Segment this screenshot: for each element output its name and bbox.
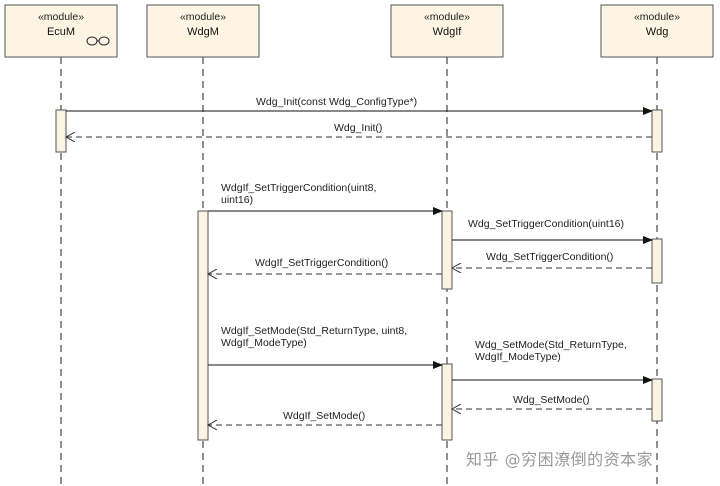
message-m2: Wdg_Init() <box>66 122 652 137</box>
message-label: WdgIf_SetTriggerCondition() <box>255 257 388 269</box>
lifeline-ecum: «module» EcuM <box>4 4 118 486</box>
lifeline-name: Wdg <box>646 26 669 38</box>
message-label: WdgIf_SetMode(Std_ReturnType, uint8, <box>221 325 407 337</box>
activation-bar <box>651 238 663 284</box>
message-label: Wdg_SetMode() <box>513 394 589 406</box>
message-label: Wdg_SetMode(Std_ReturnType, <box>475 339 627 351</box>
message-label: uint16) <box>221 194 253 206</box>
message-m6: WdgIf_SetTriggerCondition() <box>208 257 442 274</box>
message-m1: Wdg_Init(const Wdg_ConfigType*) <box>66 96 653 115</box>
lifeline-name: WdgIf <box>433 26 463 38</box>
activation-bar <box>441 210 453 290</box>
message-m10: WdgIf_SetMode() <box>208 410 442 425</box>
message-label: Wdg_Init() <box>334 122 382 134</box>
lifeline-wdgm: «module» WdgM <box>146 4 260 486</box>
lifeline-header <box>146 4 260 58</box>
message-label: Wdg_SetTriggerCondition(uint16) <box>468 218 624 230</box>
message-m4: Wdg_SetTriggerCondition(uint16) <box>452 218 653 244</box>
activation-bar <box>441 363 453 441</box>
lifeline-stereotype: «module» <box>38 11 84 23</box>
activation-bar <box>651 378 663 422</box>
watermark: 知乎 @穷困潦倒的资本家 <box>466 450 654 469</box>
lifeline-header <box>600 4 714 58</box>
lifeline-header <box>390 4 504 58</box>
lifeline-wdg: «module» Wdg <box>600 4 714 486</box>
message-label: WdgIf_SetTriggerCondition(uint8, <box>221 182 376 194</box>
lifeline-stereotype: «module» <box>180 11 226 23</box>
lifeline-name: EcuM <box>47 26 75 38</box>
lifeline-wdgif: «module» WdgIf <box>390 4 504 486</box>
lifeline-stereotype: «module» <box>634 11 680 23</box>
message-m8: Wdg_SetMode(Std_ReturnType,WdgIf_ModeTyp… <box>452 339 653 384</box>
message-label: WdgIf_ModeType) <box>475 351 561 363</box>
subsystem-icon <box>86 36 110 46</box>
message-label: Wdg_Init(const Wdg_ConfigType*) <box>256 96 417 108</box>
lifeline-header <box>4 4 118 58</box>
message-m9: Wdg_SetMode() <box>452 394 652 409</box>
message-label: WdgIf_SetMode() <box>283 410 365 422</box>
message-m5: Wdg_SetTriggerCondition() <box>452 251 652 268</box>
message-label: WdgIf_ModeType) <box>221 337 307 349</box>
activation-bar <box>197 210 209 441</box>
message-label: Wdg_SetTriggerCondition() <box>486 251 613 263</box>
lifeline-name: WdgM <box>187 26 219 38</box>
message-m7: WdgIf_SetMode(Std_ReturnType, uint8,WdgI… <box>208 325 443 369</box>
activation-bar <box>651 109 663 153</box>
lifeline-stereotype: «module» <box>424 11 470 23</box>
activation-bar <box>55 109 67 153</box>
message-m3: WdgIf_SetTriggerCondition(uint8,uint16) <box>208 182 443 215</box>
